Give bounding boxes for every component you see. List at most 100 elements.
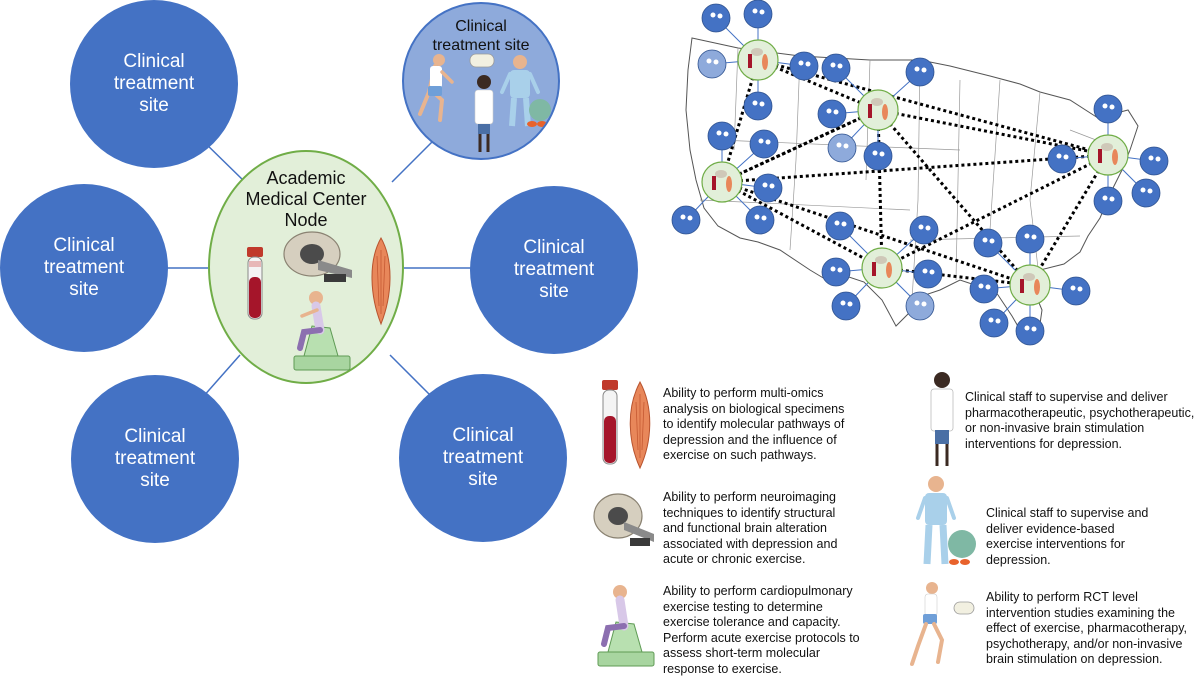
clinician-group-icon [1056,153,1062,159]
clinician-group-icon [1063,154,1069,160]
network-link [881,153,1109,270]
map-hub-node [857,89,899,131]
map-hub-node [1009,264,1051,306]
lab-node-icon [1101,143,1113,151]
treatment-site-right: Clinical treatment site [470,186,638,354]
muscle-icon [371,236,391,326]
treatment-site-top-left: Clinical treatment site [70,0,238,168]
clinician-group-icon [761,215,767,221]
clinician-group-icon [921,67,927,73]
clinician-group-icon [914,300,920,306]
map-treatment-site [821,257,851,287]
legend-icon-exercise-trainer [916,476,976,565]
clinician-group-icon [922,268,928,274]
lab-node-icon [1034,279,1040,295]
legend-text-neuroimaging: Ability to perform neuroimaging techniqu… [663,490,838,566]
map-treatment-site [745,205,775,235]
clinician-group-icon [1155,156,1161,162]
map-treatment-site [1061,276,1091,306]
map-treatment-site [743,0,773,29]
lab-node-icon [712,176,716,190]
clinician-group-icon [978,283,984,289]
clinician-group-icon [1102,103,1108,109]
lab-node-icon [1098,149,1102,163]
map-treatment-site [905,57,935,87]
map-hub-node [1087,134,1129,176]
legend-text-rct: Ability to perform RCT level interventio… [986,590,1188,666]
lab-node-icon [871,98,883,106]
map-treatment-site [863,141,893,171]
clinician-group-icon [1024,325,1030,331]
map-treatment-site [1131,178,1161,208]
clinician-group-icon [798,60,804,66]
mri-scanner-icon [283,231,352,282]
clinician-group-icon [1147,188,1153,194]
clinician-group-icon [1148,155,1154,161]
lab-node-icon [872,262,876,276]
clinician-group-icon [769,183,775,189]
academic-medical-center-node: Academic Medical Center Node [208,150,404,384]
clinician-group-icon [723,131,729,137]
lab-node-icon [751,48,763,56]
map-treatment-site [1093,186,1123,216]
map-treatment-site [743,91,773,121]
lab-node-icon [868,104,872,118]
clinician-group-icon [830,266,836,272]
hub-label: Academic Medical Center Node [245,168,367,230]
clinician-group-icon [985,284,991,290]
site-label: Clinical treatment site [43,235,125,300]
map-treatment-site [789,51,819,81]
map-treatment-site [827,133,857,163]
clinician-group-icon [759,101,765,107]
network-link [757,58,879,112]
legend-icon-runner-pill [910,582,975,666]
map-treatment-site [817,99,847,129]
lab-node-icon [1020,279,1024,293]
legend-icon-mri [593,493,654,546]
network-link [876,109,1032,286]
clinician-group-icon [717,13,723,19]
clinician-group-icon [847,301,853,307]
network-link [757,58,1109,157]
map-hub-node [701,161,743,203]
clinician-group-icon [752,8,758,14]
map-treatment-site [973,228,1003,258]
clinician-group-icon [752,100,758,106]
site-label: Clinical treatment site [114,426,196,491]
clinician-group-icon [840,300,846,306]
legend-icon-blood-tube-muscle [602,380,651,470]
clinician-group-icon [706,58,712,64]
clinician-group-icon [841,221,847,227]
clinician-group-icon [837,267,843,273]
map-treatment-site [707,121,737,151]
legend-icon-doctor [930,372,954,466]
lab-node-icon [882,104,888,120]
lab-node-icon [875,256,887,264]
map-treatment-site [753,173,783,203]
map-hub-node [737,39,779,81]
map-treatment-site [697,49,727,79]
map-treatment-site [749,129,779,159]
clinician-group-icon [805,61,811,67]
map-treatment-site [821,53,851,83]
clinician-group-icon [836,142,842,148]
clinician-group-icon [921,301,927,307]
clinician-group-icon [1140,187,1146,193]
lab-node-icon [1023,273,1035,281]
lab-node-icon [1112,149,1118,165]
map-treatment-site [1015,316,1045,346]
clinician-group-icon [914,66,920,72]
lab-node-icon [886,262,892,278]
lab-node-icon [726,176,732,192]
map-treatment-site [905,291,935,321]
map-treatment-site [969,274,999,304]
clinician-group-icon [1109,104,1115,110]
treatment-staff-illustration [418,53,551,152]
treatment-site-bottom-left: Clinical treatment site [71,375,239,543]
network-link [876,109,884,269]
clinician-group-icon [843,143,849,149]
blood-tube-icon [247,247,263,320]
clinician-group-icon [759,9,765,15]
clinician-group-icon [834,220,840,226]
clinician-group-icon [754,214,760,220]
